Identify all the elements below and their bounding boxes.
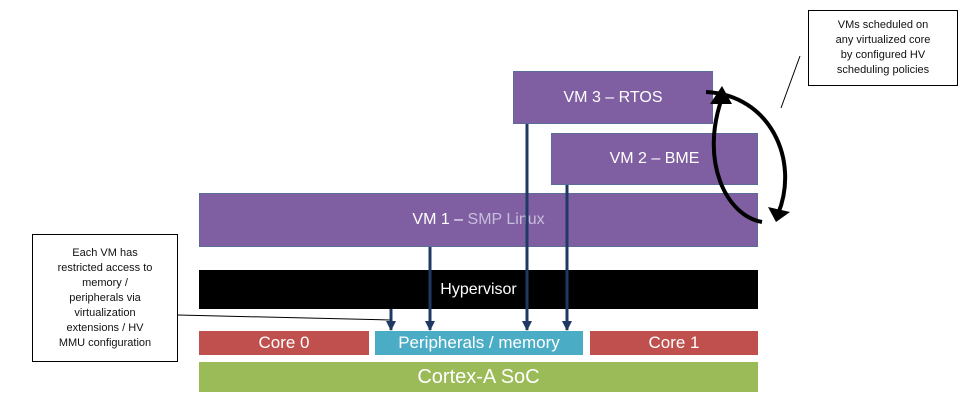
vm1-label: VM 1 – SMP Linux xyxy=(412,211,544,229)
vm2-label: VM 2 – BME xyxy=(609,150,700,167)
hypervisor-bar: Hypervisor xyxy=(199,270,758,309)
scheduling-callout-line: scheduling policies xyxy=(836,64,930,76)
vm3-rtos-box: VM 3 – RTOS xyxy=(513,71,713,124)
core0-box: Core 0 xyxy=(199,331,369,355)
vm3-label: VM 3 – RTOS xyxy=(563,88,663,106)
scheduling-callout-line: any virtualized core xyxy=(835,34,931,46)
access-callout-pointer xyxy=(177,314,391,321)
access-callout-line: peripherals via xyxy=(69,291,141,304)
core1-label: Core 1 xyxy=(648,333,700,352)
scheduling-curve-left-head xyxy=(710,86,732,104)
vm1-smp-linux-box: VM 1 – SMP Linux xyxy=(199,193,758,247)
access-callout-line: Each VM has xyxy=(72,246,138,259)
access-callout-line: MMU configuration xyxy=(58,336,152,349)
soc-label: Cortex-A SoC xyxy=(417,365,540,388)
vm2-arrowhead xyxy=(562,321,572,331)
core1-box: Core 1 xyxy=(590,331,758,355)
vm3-arrowhead xyxy=(522,321,532,331)
access-callout-line: restricted access to xyxy=(57,261,153,274)
access-callout: Each VM has restricted access to memory … xyxy=(32,234,178,362)
scheduling-callout-line: by configured HV xyxy=(840,49,926,61)
access-callout-line: virtualization xyxy=(74,306,136,319)
scheduling-callout-line: VMs scheduled on xyxy=(837,19,929,31)
access-callout-line: memory / xyxy=(82,276,128,289)
vm1-label-suffix: SMP Linux xyxy=(467,211,545,228)
vm1-label-prefix: VM 1 – xyxy=(412,211,468,228)
core0-label: Core 0 xyxy=(258,333,310,352)
scheduling-callout-pointer xyxy=(780,55,801,109)
peripherals-label: Peripherals / memory xyxy=(398,333,560,352)
peripherals-memory-box: Peripherals / memory xyxy=(375,331,583,355)
scheduling-curve-right-head xyxy=(768,207,790,222)
scheduling-callout: VMs scheduled on any virtualized core by… xyxy=(808,10,958,86)
access-callout-line: extensions / HV xyxy=(66,321,144,334)
vm2-bme-box: VM 2 – BME xyxy=(551,133,758,185)
short-arrowhead xyxy=(386,321,396,331)
vm1-arrowhead xyxy=(425,321,435,331)
hypervisor-label: Hypervisor xyxy=(440,280,517,298)
cortex-a-soc-bar: Cortex-A SoC xyxy=(199,362,758,392)
